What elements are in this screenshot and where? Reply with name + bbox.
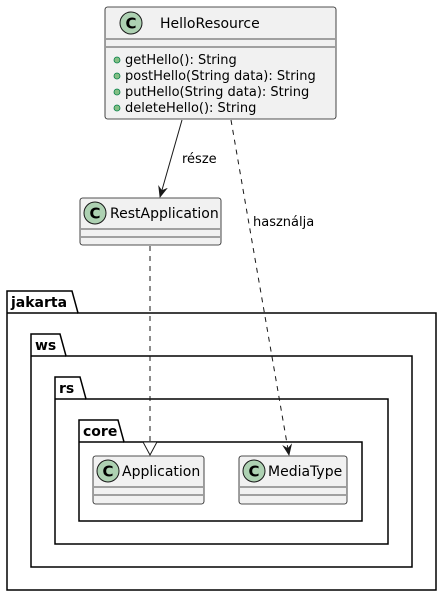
package-ws-label: ws [35,338,56,354]
package-jakarta: jakarta [6,290,437,591]
relation-usage: használja [230,119,314,456]
relation-usage-label: használja [253,215,314,230]
relation-composition: része [158,119,217,198]
class-name: HelloResource [160,16,260,32]
class-name: MediaType [268,464,342,480]
package-ws: ws [30,333,413,568]
package-core: core [78,419,363,522]
class-name: Application [122,464,200,480]
class-application[interactable]: C Application [92,455,205,505]
method-item: getHello(): String [125,53,237,68]
public-visibility-icon [113,72,121,80]
class-hello-resource[interactable]: C HelloResource getHello(): String postH… [104,6,337,120]
class-icon [242,459,266,483]
public-visibility-icon [113,104,121,112]
class-icon-letter: C [89,205,100,223]
class-icon-letter: C [248,463,259,481]
relation-composition-label: része [182,152,217,167]
method-item: postHello(String data): String [125,69,316,84]
class-media-type[interactable]: C MediaType [238,455,348,505]
class-icon-letter: C [102,463,113,481]
package-core-label: core [83,424,117,440]
method-item: deleteHello(): String [125,101,256,116]
class-icon [83,201,107,225]
method-item: putHello(String data): String [125,85,309,100]
class-icon [96,459,120,483]
package-rs-label: rs [59,381,74,397]
class-rest-application[interactable]: C RestApplication [79,197,222,246]
class-icon [119,11,143,35]
public-visibility-icon [113,88,121,96]
public-visibility-icon [113,56,121,64]
class-icon-letter: C [125,15,136,33]
package-rs: rs [54,376,389,545]
package-jakarta-label: jakarta [10,295,67,311]
class-name: RestApplication [110,206,219,222]
